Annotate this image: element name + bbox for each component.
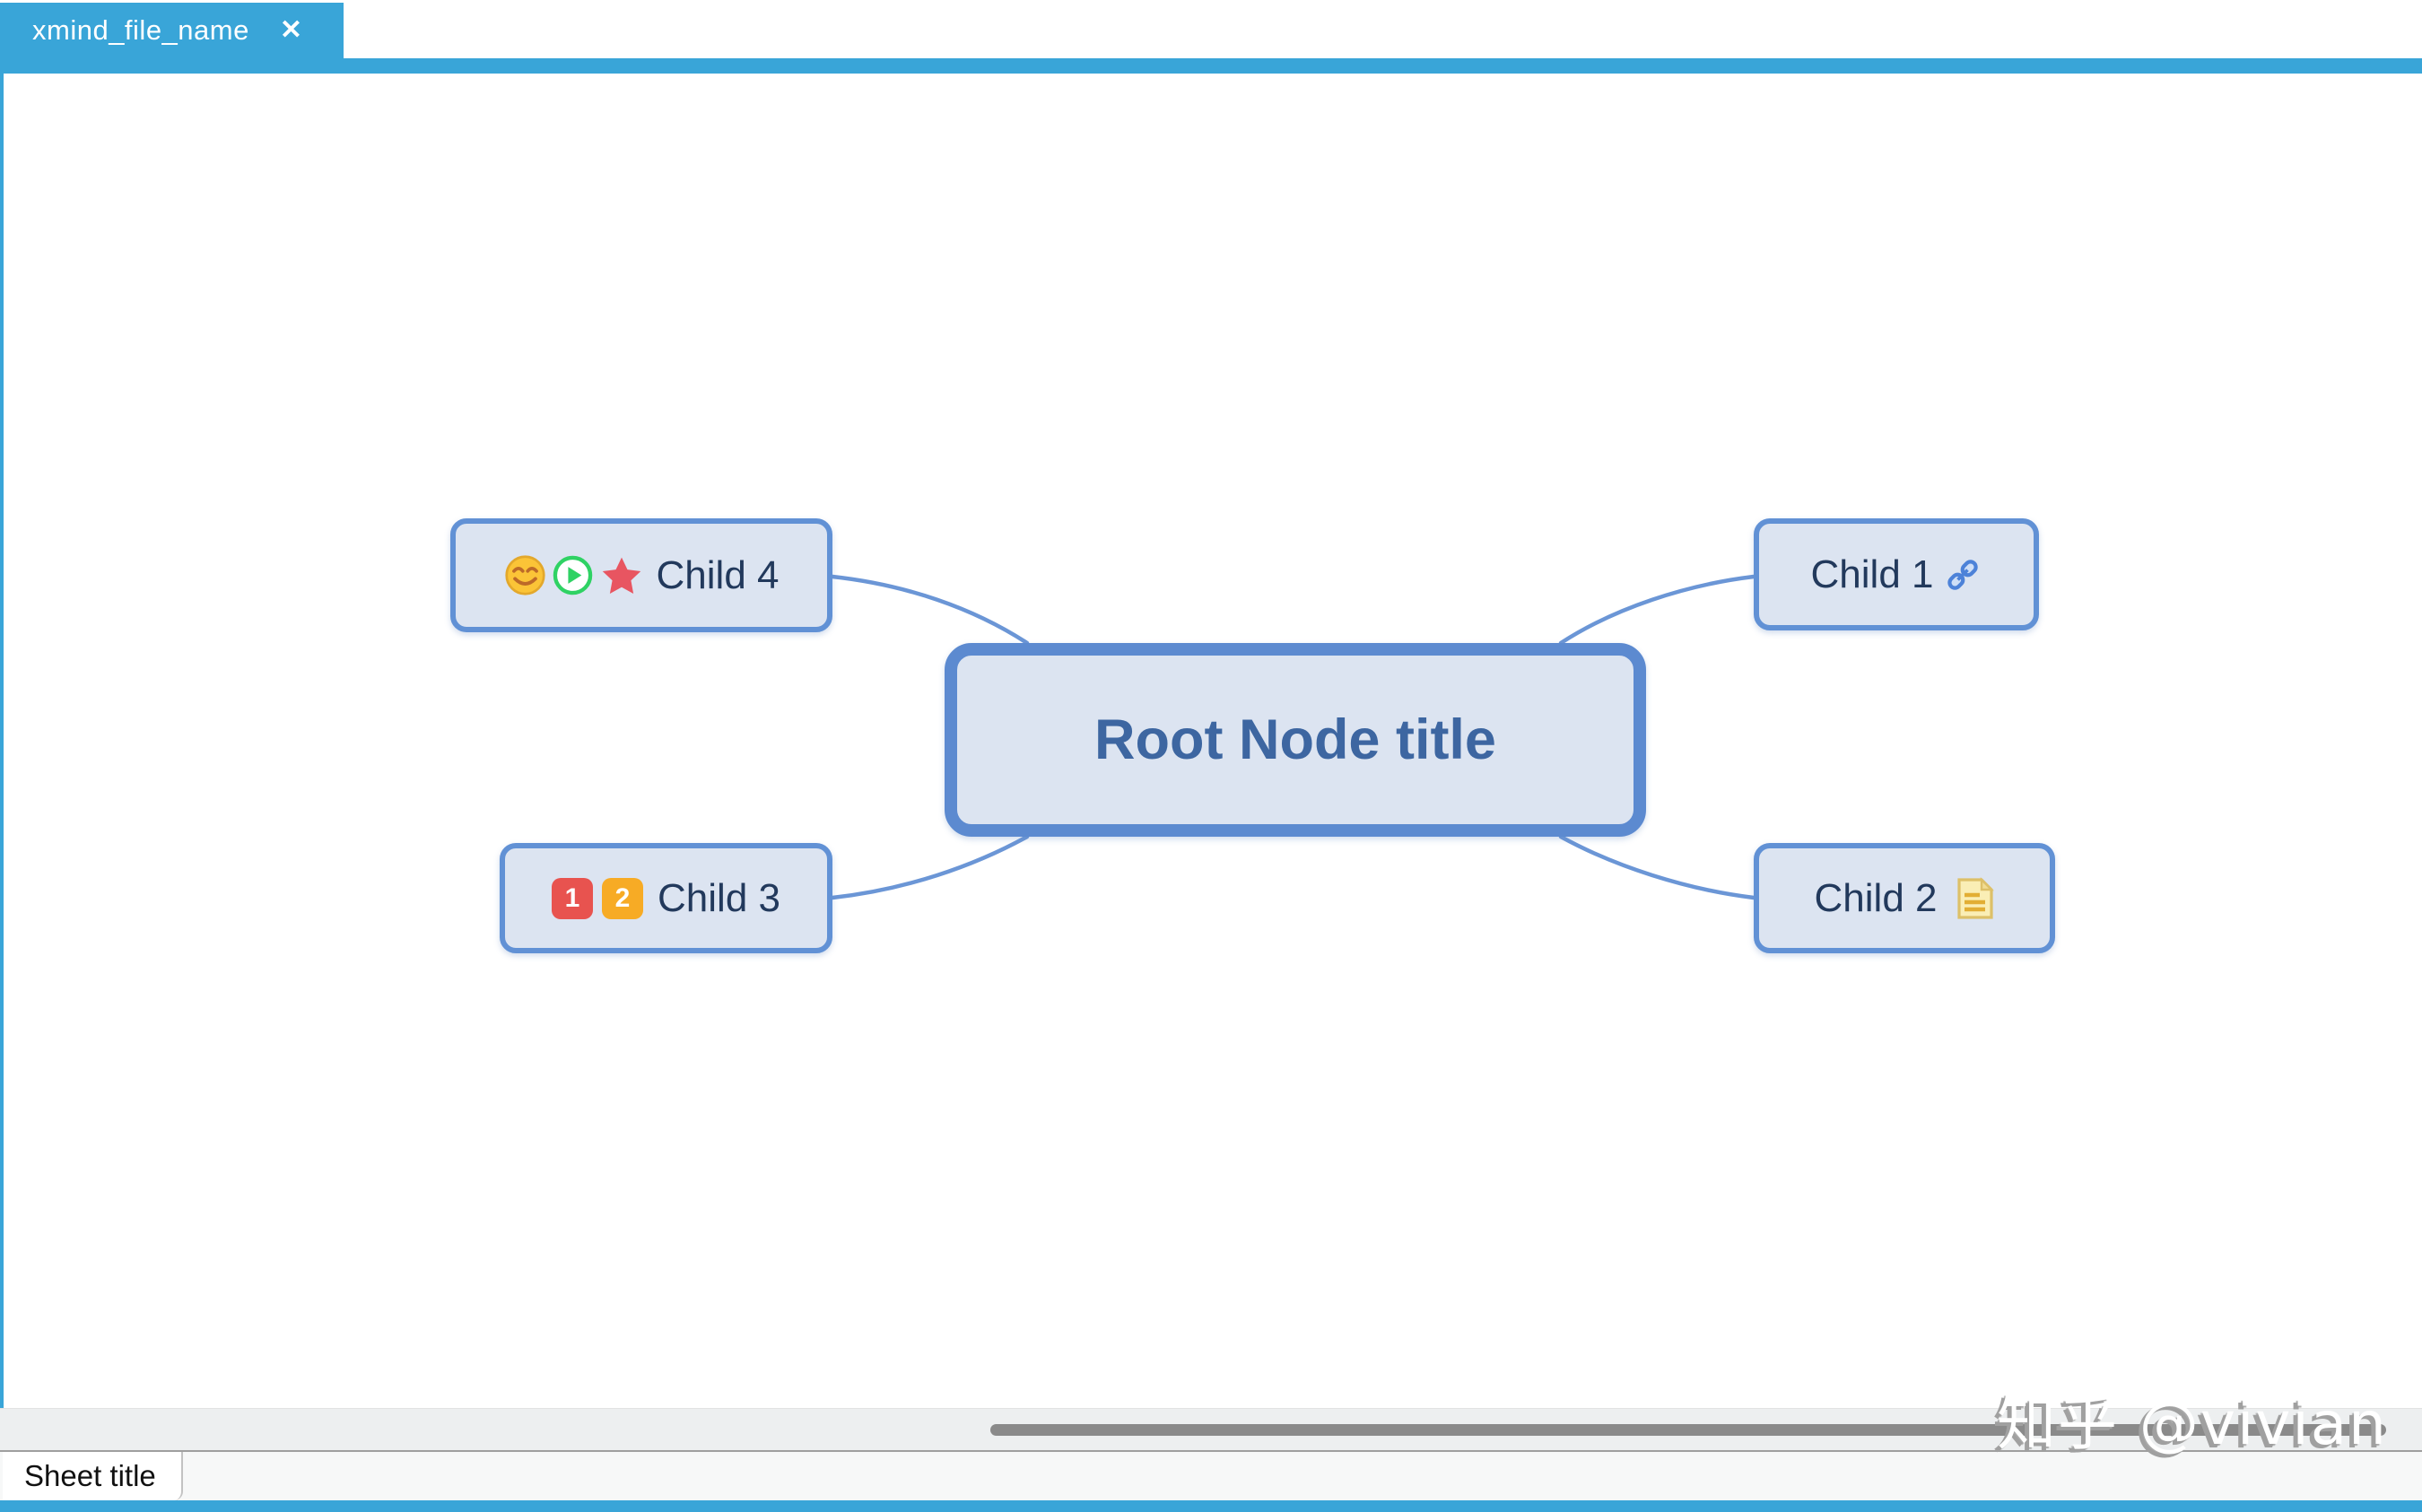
sheet-tab[interactable]: Sheet title	[3, 1452, 183, 1500]
bottom-accent-bar	[0, 1500, 2422, 1512]
smiley-icon[interactable]	[504, 554, 546, 596]
priority-2-marker[interactable]: 2	[602, 877, 644, 919]
sheet-tab-label: Sheet title	[24, 1459, 156, 1492]
file-tab-bar: xmind_file_name ✕	[0, 0, 2422, 58]
left-accent-border	[0, 74, 4, 1512]
priority-1-marker[interactable]: 1	[552, 877, 594, 919]
topic-child-1-title: Child 1	[1810, 552, 1934, 596]
topic-child-4[interactable]: Child 4	[450, 518, 832, 632]
topic-child-1[interactable]: Child 1	[1754, 518, 2039, 630]
header-accent-bar	[0, 58, 2422, 74]
file-tab-label: xmind_file_name	[32, 14, 249, 46]
horizontal-scrollbar[interactable]	[0, 1408, 2422, 1452]
play-icon[interactable]	[552, 554, 594, 596]
topic-child-3[interactable]: 1 2 Child 3	[500, 843, 832, 953]
link-icon[interactable]	[1944, 556, 1982, 594]
star-icon[interactable]	[599, 553, 644, 598]
topic-child-2-title: Child 2	[1814, 875, 1938, 920]
horizontal-scrollbar-thumb[interactable]	[990, 1424, 2386, 1436]
sheet-tab-bar: Sheet title	[0, 1452, 2422, 1500]
root-topic-title: Root Node title	[1094, 708, 1496, 771]
close-icon[interactable]: ✕	[279, 15, 302, 45]
root-topic[interactable]: Root Node title	[945, 643, 1646, 837]
file-tab[interactable]: xmind_file_name ✕	[0, 3, 344, 58]
notes-icon[interactable]	[1956, 876, 1995, 920]
topic-child-3-title: Child 3	[658, 875, 780, 920]
topic-child-2[interactable]: Child 2	[1754, 843, 2055, 953]
topic-child-4-title: Child 4	[656, 552, 780, 597]
